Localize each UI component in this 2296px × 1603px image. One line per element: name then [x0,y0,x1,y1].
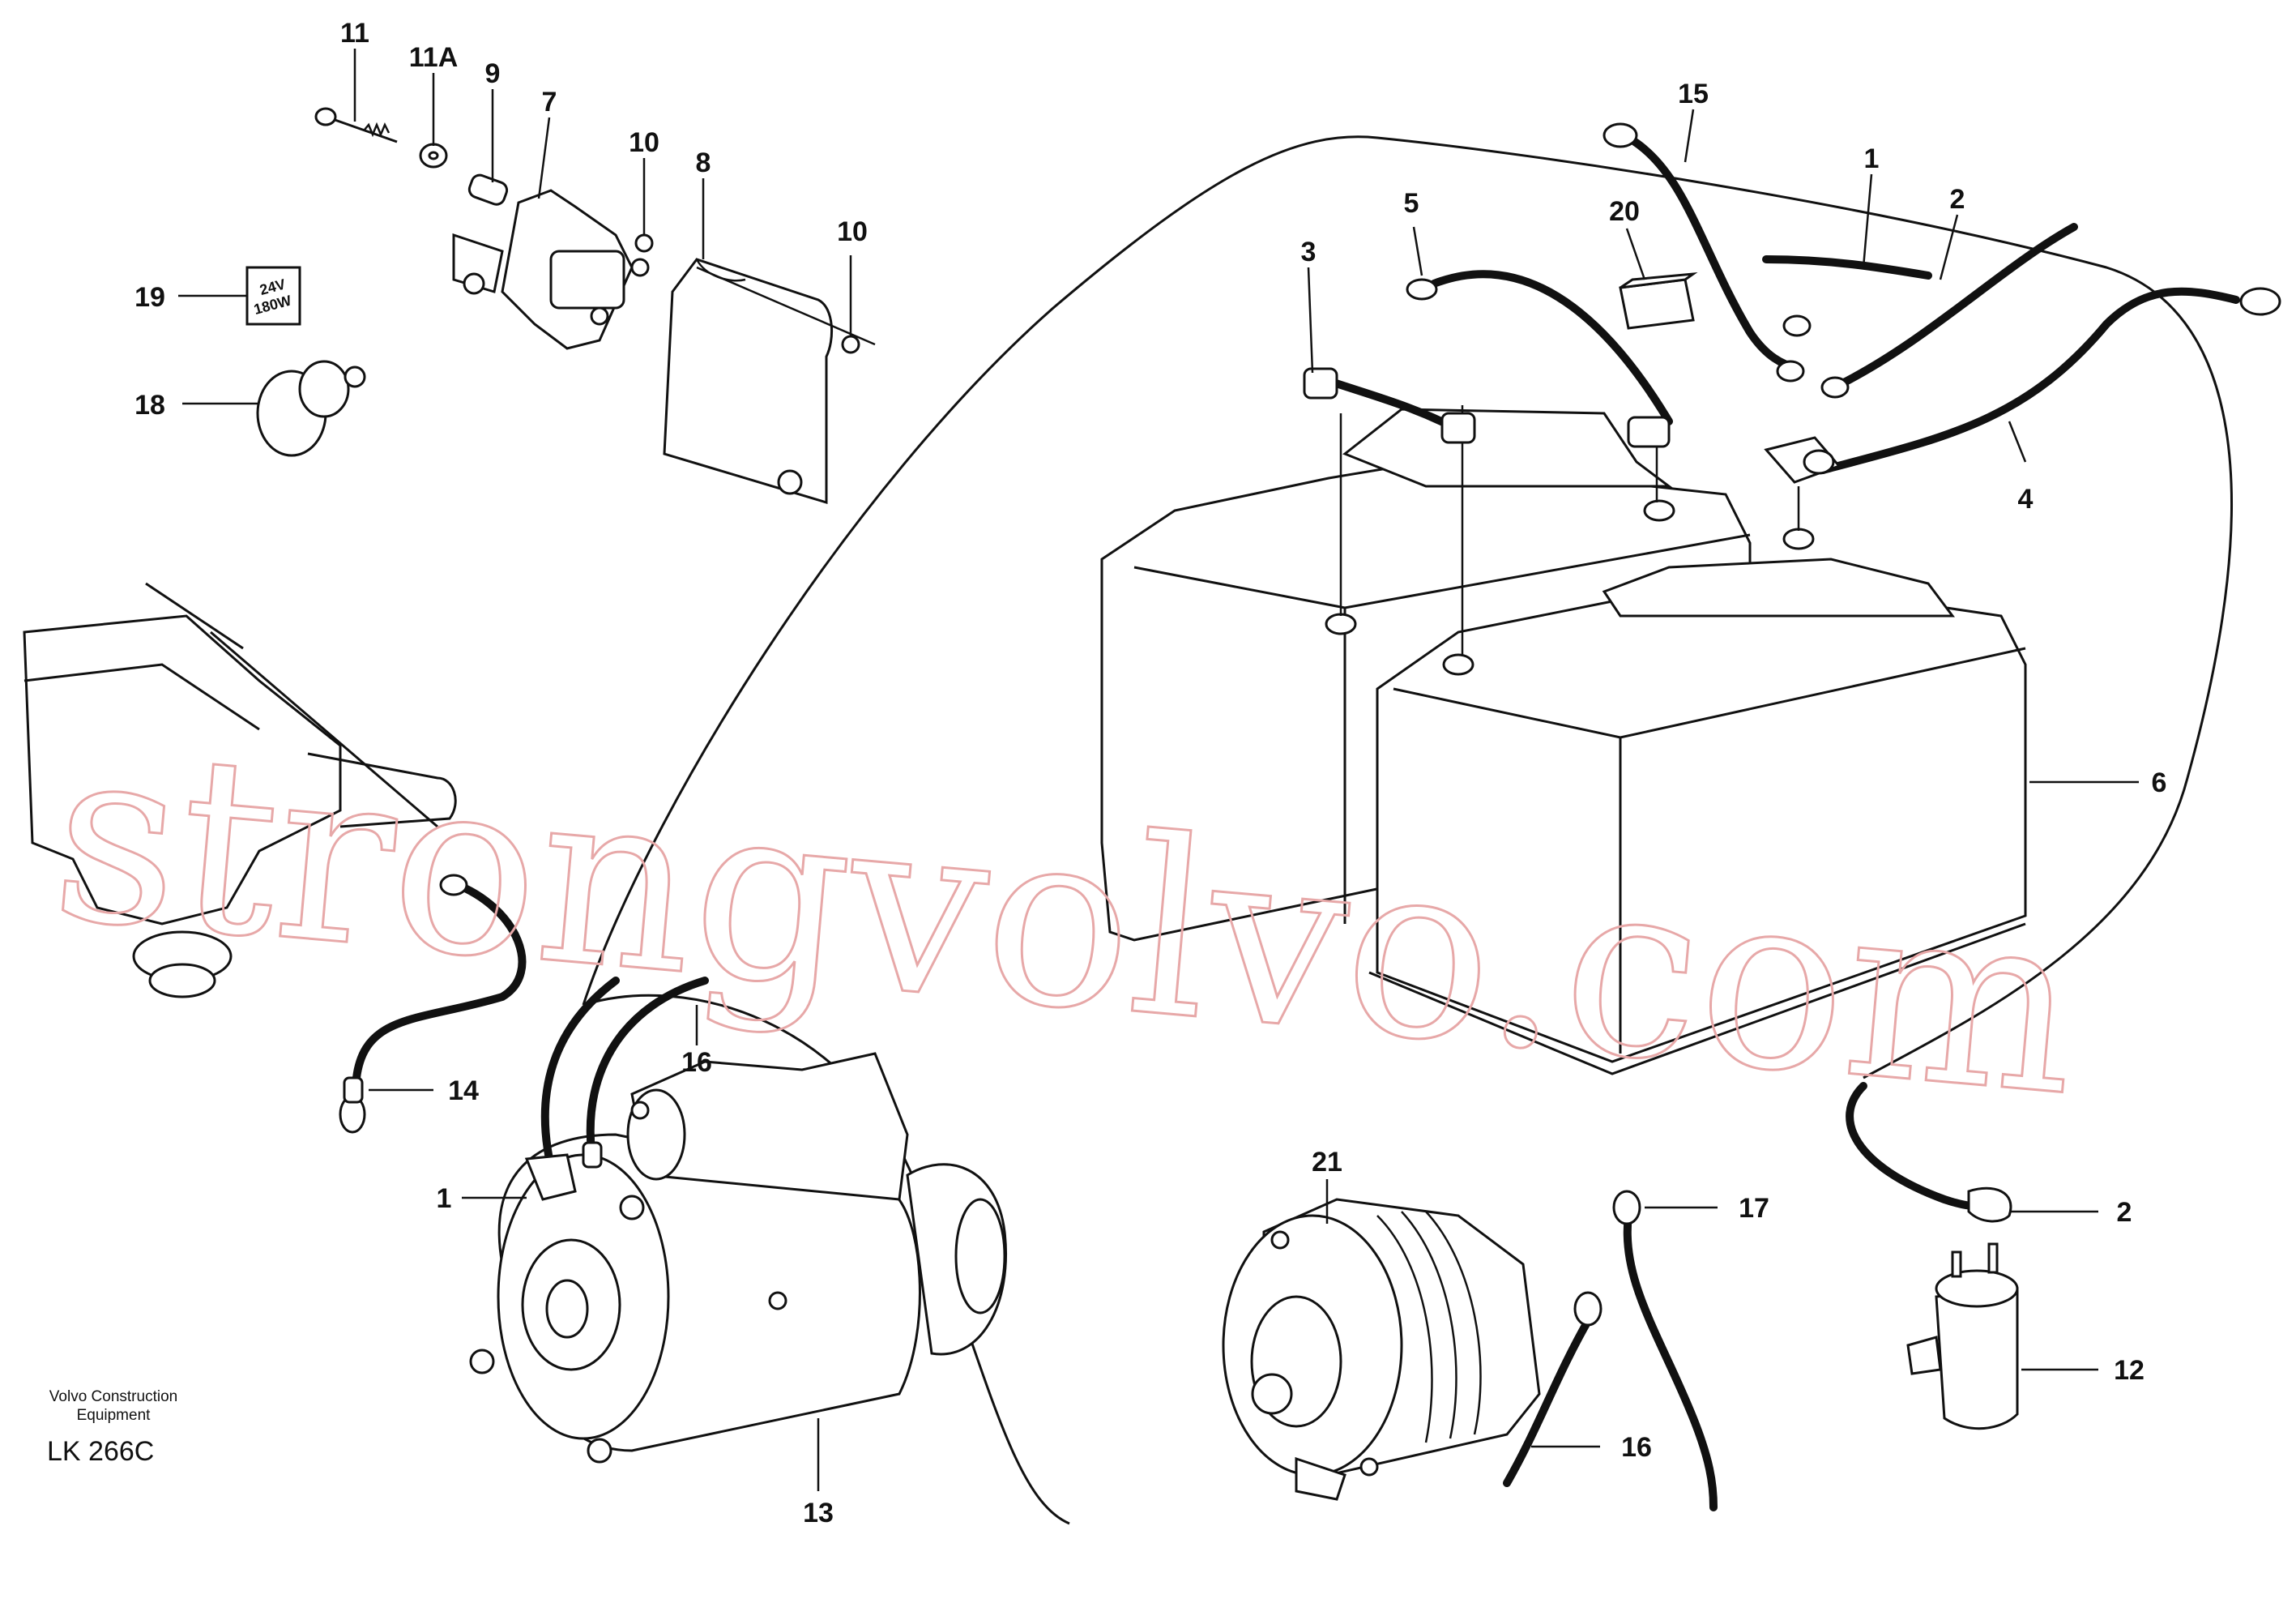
cable-14 [352,879,527,1082]
label-10-a: 10 [629,127,659,158]
leader-lines [178,49,2139,1491]
box-20 [1619,271,1698,330]
label-20: 20 [1609,196,1640,227]
cable-16-upper [586,977,709,1155]
decal-19: 24V 180W [245,266,301,326]
cable-1-top [1762,255,1932,280]
label-7: 7 [542,87,557,118]
cable-2 [1835,223,2078,389]
nut-10b [841,335,860,354]
battery-front [1368,558,2027,1075]
socket-18 [256,360,366,457]
frame-14 [23,582,457,998]
label-11: 11 [340,18,369,49]
company-line-2: Equipment [76,1407,151,1424]
cover-8 [663,258,876,505]
label-4: 4 [2018,484,2034,515]
cable-16-lower [1503,1317,1592,1487]
label-1-top: 1 [1864,143,1880,174]
label-15: 15 [1678,79,1709,109]
spacer-9 [467,173,509,206]
cable-5 [1430,270,1673,425]
cable-4 [1819,287,2240,474]
washer-11a [419,143,448,169]
label-3: 3 [1301,237,1317,267]
label-18: 18 [134,390,165,421]
label-2-top: 2 [1950,184,1965,215]
label-17: 17 [1739,1193,1769,1224]
part-labels: 11 11A 9 7 10 8 10 19 18 15 1 2 3 5 20 4… [134,18,2166,1528]
label-1-bottom: 1 [437,1183,452,1214]
footer-company: Volvo Construction Equipment [32,1387,194,1425]
cable-17 [1623,1212,1718,1511]
relay-12 [1906,1242,2019,1430]
cable-1-bottom [540,977,620,1171]
label-5: 5 [1404,188,1419,219]
drawing-code: LK 266C [47,1436,155,1467]
label-19: 19 [134,282,165,313]
label-11a: 11A [409,42,459,73]
label-14: 14 [448,1075,479,1106]
label-6: 6 [2152,767,2167,798]
label-9: 9 [485,58,501,89]
label-16-lower: 16 [1621,1432,1652,1463]
label-10-b: 10 [837,216,868,247]
alternator-21 [1222,1198,1541,1501]
relay-7 [452,189,650,350]
starter-motor-13 [469,1052,1007,1464]
cable-15 [1624,134,1803,373]
bolt-11 [314,107,398,143]
label-8: 8 [696,147,711,178]
company-line-1: Volvo Construction [49,1388,178,1405]
label-21: 21 [1312,1147,1342,1178]
label-12: 12 [2114,1355,2144,1386]
label-13: 13 [803,1498,834,1528]
battery-terminals [1325,499,1815,676]
label-2-bottom: 2 [2117,1197,2132,1228]
nut-10a [634,233,654,253]
label-16-upper: 16 [681,1047,712,1078]
